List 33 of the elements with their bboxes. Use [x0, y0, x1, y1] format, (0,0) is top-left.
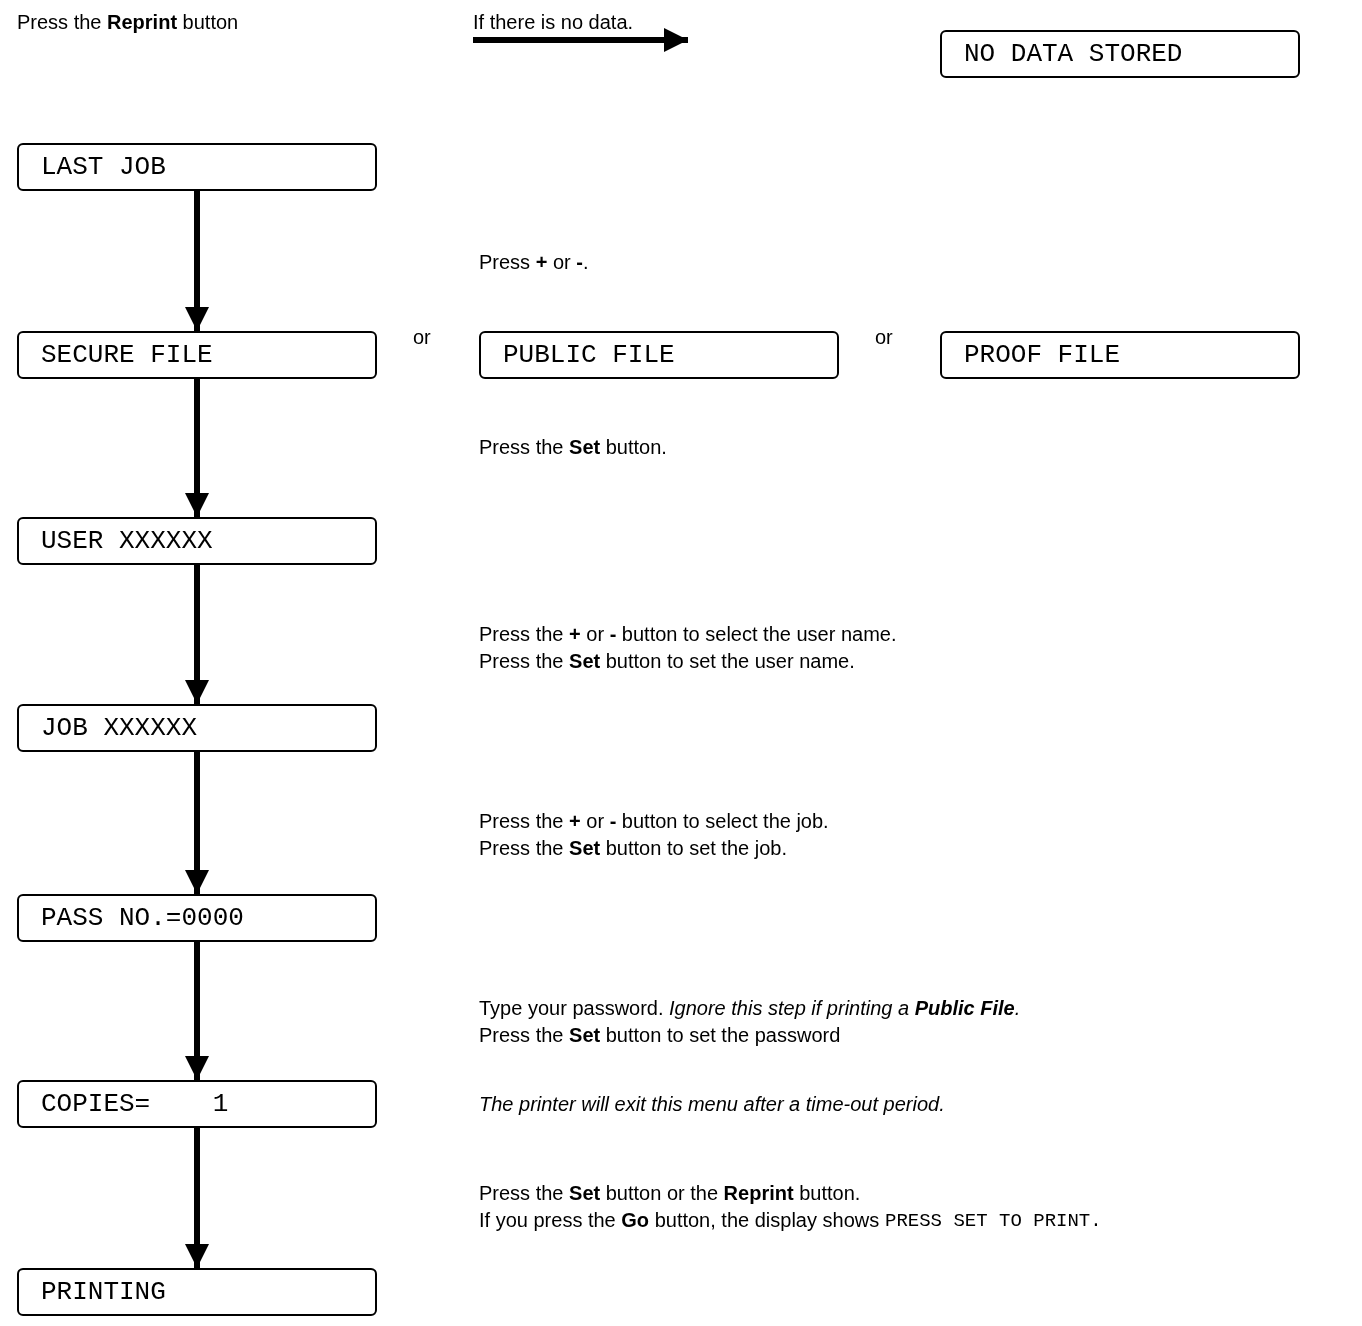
instruction-text: Press the Set button to set the password	[479, 1023, 841, 1047]
arrow	[185, 565, 209, 704]
lcd-display-box: PASS NO.=0000	[17, 894, 377, 942]
lcd-display-box: PRINTING	[17, 1268, 377, 1316]
instruction-text: Press the Set button to set the user name.	[479, 649, 855, 673]
lcd-display-box: JOB XXXXXX	[17, 704, 377, 752]
instruction-text: Press the Set button to set the job.	[479, 836, 787, 860]
or-text: or	[413, 325, 431, 349]
lcd-display-box: COPIES= 1	[17, 1080, 377, 1128]
instruction-text: Press + or -.	[479, 250, 589, 274]
or-text: or	[875, 325, 893, 349]
lcd-display-box: USER XXXXXX	[17, 517, 377, 565]
arrow	[185, 1128, 209, 1268]
arrow	[185, 752, 209, 894]
note-text: Ignore this step if printing a Public File.	[669, 996, 1021, 1020]
arrow	[185, 379, 209, 517]
lcd-display-box: SECURE FILE	[17, 331, 377, 379]
instruction-text: Type your password.	[479, 996, 664, 1020]
instruction-text: Press the + or - button to select the user name.	[479, 622, 897, 646]
instruction-text: Press the Set button or the Reprint button.	[479, 1181, 861, 1205]
instruction-text: Press the + or - button to select the job.	[479, 809, 829, 833]
instruction-text: Press the Reprint button	[17, 10, 239, 34]
arrow	[185, 191, 209, 331]
lcd-display-box: NO DATA STORED	[940, 30, 1300, 78]
lcd-display-box: PUBLIC FILE	[479, 331, 839, 379]
instruction-text: Press the Set button.	[479, 435, 667, 459]
display-message-text: PRESS SET TO PRINT.	[885, 1209, 1102, 1233]
condition-text: If there is no data.	[473, 10, 634, 34]
lcd-display-box: LAST JOB	[17, 143, 377, 191]
note-text: The printer will exit this menu after a time-out period.	[479, 1092, 945, 1116]
instruction-text: If you press the Go button, the display shows	[479, 1208, 880, 1232]
arrow	[185, 942, 209, 1080]
lcd-display-box: PROOF FILE	[940, 331, 1300, 379]
